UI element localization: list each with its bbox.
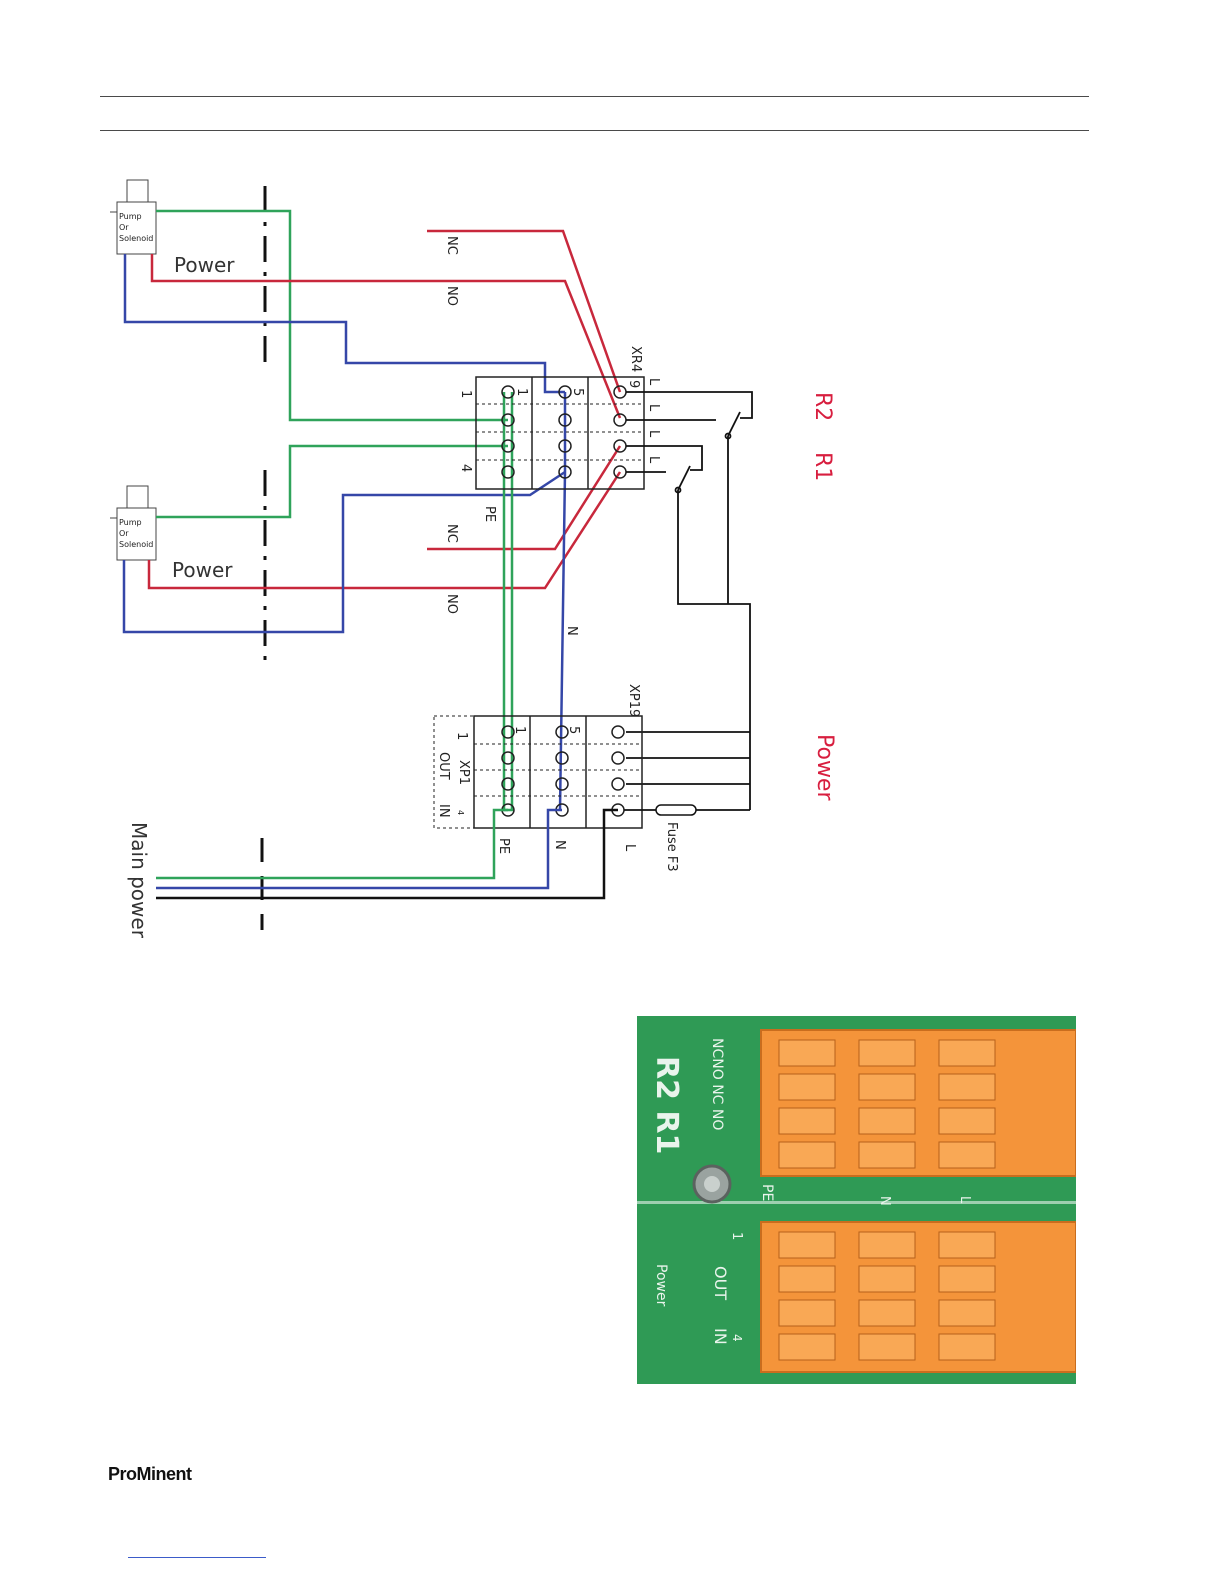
n-bus-label: N: [564, 626, 579, 636]
xp19-label: XP19: [626, 684, 641, 717]
photo-relay-label: R2 R1: [649, 1056, 684, 1154]
xr4-pin-label: 9: [626, 380, 641, 388]
xr4-left-four: 4: [458, 464, 473, 472]
xp19-four-label: 4: [456, 810, 465, 815]
device-1-label-line-3: Solenoid: [119, 234, 153, 243]
photo-in-label: IN: [711, 1328, 730, 1345]
xr4-l-label-1: L: [646, 378, 661, 386]
fuse-f3-label: Fuse F3: [664, 822, 679, 872]
power-terminal-xp19: XP19 5 1 1 XP1 OUT 4 IN PE N L: [434, 684, 642, 854]
photo-relay-pins: NCNO NC NO: [709, 1038, 725, 1130]
wire-red-device-1: [152, 254, 620, 418]
wire-blue-n-bus: [560, 392, 565, 810]
power-label: Power: [812, 734, 837, 801]
xr4-left-one: 1: [458, 390, 473, 398]
device-2-label-line-3: Solenoid: [119, 540, 153, 549]
device-1: Pump Or Solenoid Power: [110, 180, 235, 277]
xr4-l-label-3: L: [646, 430, 661, 438]
wire-red-nc-top: [427, 231, 620, 392]
photo-power-label: Power: [653, 1264, 669, 1307]
footer-link-underline[interactable]: [128, 1557, 266, 1558]
nc-label-top: NC: [444, 236, 459, 255]
xr4-l-label-2: L: [646, 404, 661, 412]
photo-n-label: N: [877, 1196, 892, 1206]
device-1-label-line-1: Pump: [119, 212, 142, 221]
xr4-l-label-4: L: [646, 456, 661, 464]
fuse-f3-symbol: [656, 805, 696, 815]
device-1-label-line-2: Or: [119, 223, 129, 232]
device-2: Pump Or Solenoid Power: [110, 486, 233, 582]
wire-main-green: [156, 810, 508, 878]
main-power-label: Main power: [127, 822, 151, 939]
wire-blue-device-2: [124, 472, 565, 632]
no-label-bottom: NO: [444, 594, 459, 614]
photo-out-label: OUT: [711, 1266, 730, 1300]
xp19-xp1-label: XP1: [456, 760, 471, 785]
photo-four-label: 4: [730, 1334, 744, 1342]
relay-name-r1: R1: [810, 452, 835, 481]
xr4-pe-label: PE: [482, 506, 497, 522]
relay-name-r2: R2: [810, 392, 835, 421]
xr4-label: XR4: [628, 346, 643, 372]
device-2-label-line-2: Or: [119, 529, 129, 538]
device-2-label-line-1: Pump: [119, 518, 142, 527]
xp19-pe-label: PE: [496, 838, 511, 854]
xr4-col-five: 5: [570, 388, 585, 396]
xp19-col-five: 5: [566, 726, 581, 734]
device-1-power-label: Power: [174, 253, 235, 277]
xp19-left-one: 1: [454, 732, 469, 740]
xr4-col-one: 1: [514, 388, 529, 396]
xp19-l-label: L: [622, 844, 637, 852]
photo-l-label: L: [957, 1196, 972, 1204]
terminal-board-photo: R2 R1 NCNO NC NO PE N L 1 OUT 4 IN Power: [637, 1016, 1076, 1384]
xp19-col-one: 1: [512, 726, 527, 734]
photo-pe-label: PE: [759, 1184, 775, 1201]
xp19-in-label: IN: [436, 804, 451, 818]
device-2-power-label: Power: [172, 558, 233, 582]
wiring-diagram: Pump Or Solenoid Power Pump Or Solenoid …: [0, 0, 1224, 960]
xp19-out-label: OUT: [436, 752, 451, 780]
relay-switch-wiring: [626, 392, 752, 810]
brand-logo: ProMinent: [108, 1464, 192, 1485]
no-label-top: NO: [444, 286, 459, 306]
photo-one-label: 1: [729, 1232, 744, 1240]
xp19-n-label: N: [552, 840, 567, 850]
wire-green-device-2: [156, 446, 508, 517]
nc-label-bottom: NC: [444, 524, 459, 543]
